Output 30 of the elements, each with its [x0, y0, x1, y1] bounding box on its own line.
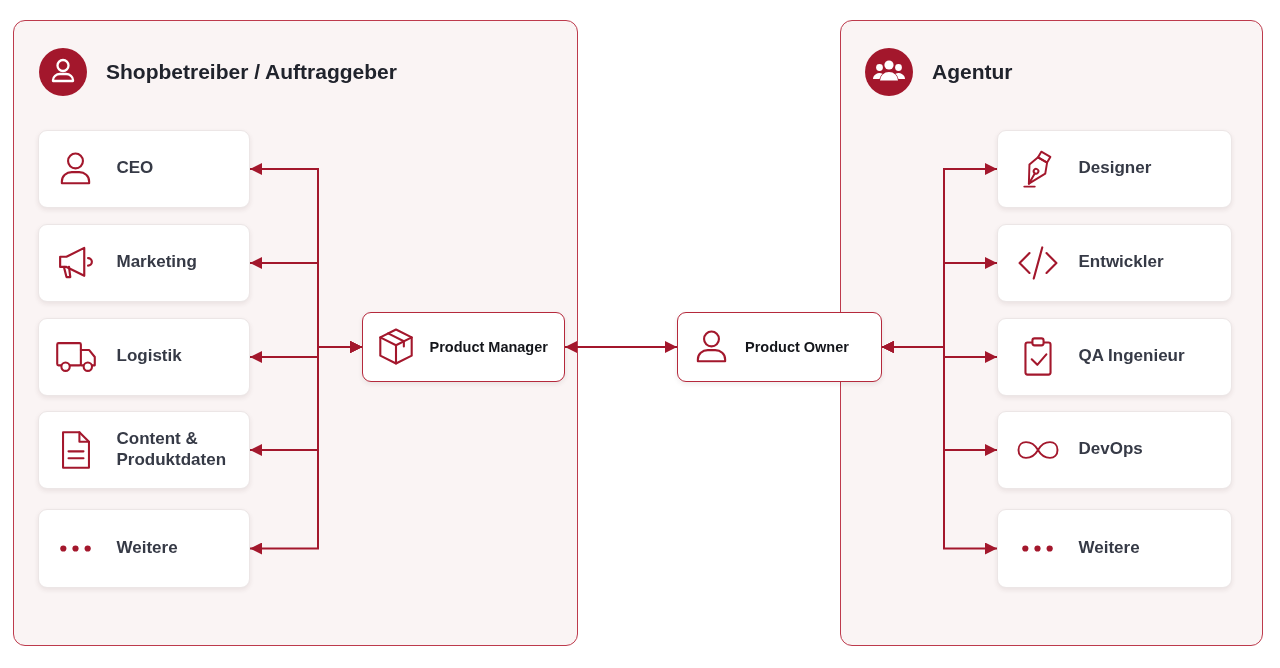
role-label: Product Manager — [429, 338, 548, 355]
role-label: DevOps — [1078, 439, 1143, 460]
role-card — [996, 410, 1232, 489]
panel-title: Shopbetreiber / Auftraggeber — [106, 60, 397, 84]
double-arrow — [881, 341, 998, 555]
role-box — [677, 312, 882, 382]
role-label: Weitere — [1078, 537, 1140, 559]
role-card — [996, 129, 1232, 208]
role-card — [996, 317, 1232, 396]
role-label: Product Owner — [745, 339, 849, 355]
role-box — [361, 311, 565, 382]
role-label: QA Ingenieur — [1078, 346, 1185, 367]
role-card — [37, 129, 250, 208]
role-label: Entwickler — [1078, 252, 1164, 273]
role-card — [37, 317, 250, 396]
role-label: Designer — [1078, 158, 1152, 179]
role-card — [37, 223, 250, 302]
double-arrow — [249, 341, 363, 555]
role-card — [996, 508, 1232, 588]
group-panel — [13, 20, 578, 646]
role-card — [37, 410, 250, 489]
role-label: Content & Produktdaten — [116, 429, 228, 470]
double-arrow — [564, 341, 678, 353]
role-label: Weitere — [116, 537, 178, 559]
panel-title: Agentur — [932, 60, 1013, 84]
role-card — [996, 223, 1232, 302]
role-label: Marketing — [116, 252, 197, 273]
role-card — [37, 508, 250, 588]
role-label: Logistik — [116, 346, 182, 367]
role-label: CEO — [116, 158, 154, 179]
